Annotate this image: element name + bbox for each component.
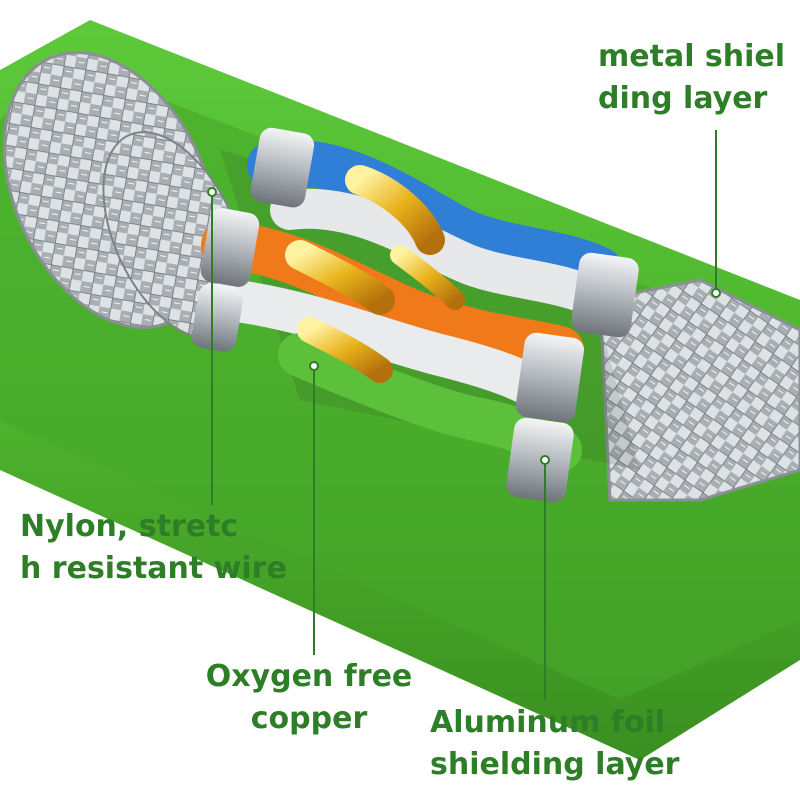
aluminum-foil-ferrules (191, 127, 639, 503)
copper-conductors (285, 165, 465, 383)
callout-leaders (207, 130, 721, 700)
aluminum-foil-label-line1: Aluminum foil (430, 705, 666, 740)
right-braid-shield (598, 278, 800, 502)
metal-shielding-label: metal shiel ding layer (598, 36, 785, 120)
nylon-wire-label-line1: Nylon, stretc (20, 509, 239, 544)
oxygen-free-copper-label: Oxygen free copper (204, 656, 414, 740)
metal-shielding-label-line2: ding layer (598, 81, 768, 116)
oxygen-free-copper-label-line1: Oxygen free (205, 659, 413, 694)
metal-shielding-label-line1: metal shiel (598, 39, 786, 74)
nylon-wire-label: Nylon, stretc h resistant wire (20, 506, 287, 590)
aluminum-foil-label: Aluminum foil shielding layer (430, 702, 679, 786)
aluminum-foil-label-line2: shielding layer (430, 747, 680, 782)
nylon-wire-label-line2: h resistant wire (20, 551, 287, 586)
oxygen-free-copper-label-line2: copper (250, 701, 368, 736)
